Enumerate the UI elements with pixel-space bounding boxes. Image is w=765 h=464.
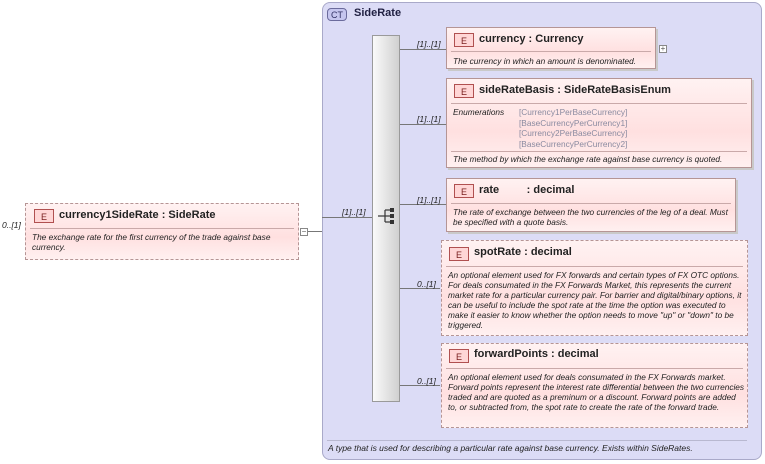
child-element-title: rate : decimal xyxy=(479,184,575,196)
child-element-title: forwardPoints : decimal xyxy=(474,348,599,360)
child-connector xyxy=(400,124,446,125)
element-badge: E xyxy=(454,184,474,198)
child-element-divider xyxy=(451,203,731,204)
child-element-title: sideRateBasis : SideRateBasisEnum xyxy=(479,84,671,96)
enumeration-value: [BaseCurrencyPerCurrency1] xyxy=(519,117,628,128)
sequence-icon xyxy=(378,208,394,224)
complex-type-description: A type that is used for describing a par… xyxy=(328,443,693,453)
child-connector xyxy=(400,385,440,386)
enumerations-label: Enumerations xyxy=(453,107,505,117)
child-element-currency[interactable]: E currency : Currency The currency in wh… xyxy=(446,27,656,69)
child-element-spotRate[interactable]: E spotRate : decimal An optional element… xyxy=(441,240,748,336)
root-element-divider xyxy=(30,228,294,229)
child-element-sideRateBasis[interactable]: E sideRateBasis : SideRateBasisEnum Enum… xyxy=(446,78,752,168)
sequence-compositor[interactable] xyxy=(372,35,400,402)
complex-type-divider xyxy=(327,440,747,441)
child-element-description: The method by which the exchange rate ag… xyxy=(453,154,723,164)
element-badge: E xyxy=(34,209,54,223)
child-element-divider xyxy=(451,103,747,104)
child-element-divider xyxy=(451,151,747,152)
child-connector xyxy=(400,204,446,205)
child-connector xyxy=(400,49,446,50)
child-element-forwardPoints[interactable]: E forwardPoints : decimal An optional el… xyxy=(441,343,748,428)
expand-icon[interactable]: + xyxy=(659,44,667,53)
root-cardinality: 0..[1] xyxy=(2,220,21,230)
collapse-toggle-icon[interactable]: − xyxy=(300,227,308,236)
complex-type-badge: CT xyxy=(327,8,347,21)
child-element-title: spotRate : decimal xyxy=(474,246,572,258)
child-element-divider xyxy=(446,368,743,369)
element-badge: E xyxy=(449,349,469,363)
child-element-title: currency : Currency xyxy=(479,33,584,45)
child-cardinality: [1]..[1] xyxy=(417,195,441,205)
child-element-description: An optional element used for deals consu… xyxy=(448,372,745,412)
enumeration-value: [Currency1PerBaseCurrency] xyxy=(519,107,628,117)
root-element-box[interactable]: E currency1SideRate : SideRate The excha… xyxy=(25,203,299,260)
child-element-divider xyxy=(446,266,743,267)
sequence-connector xyxy=(322,217,372,218)
child-element-rate[interactable]: E rate : decimal The rate of exchange be… xyxy=(446,178,736,232)
child-cardinality: 0..[1] xyxy=(417,279,436,289)
sequence-cardinality: [1]..[1] xyxy=(342,207,366,217)
child-element-divider xyxy=(451,51,651,52)
child-cardinality: 0..[1] xyxy=(417,376,436,386)
child-element-description: An optional element used for FX forwards… xyxy=(448,270,742,330)
child-element-description: The currency in which an amount is denom… xyxy=(453,56,637,66)
root-element-description: The exchange rate for the first currency… xyxy=(32,232,271,252)
root-connector xyxy=(308,231,322,232)
enumeration-value: [BaseCurrencyPerCurrency2] xyxy=(519,138,628,149)
element-badge: E xyxy=(454,84,474,98)
element-badge: E xyxy=(454,33,474,47)
child-cardinality: [1]..[1] xyxy=(417,39,441,49)
child-cardinality: [1]..[1] xyxy=(417,114,441,124)
child-element-description: The rate of exchange between the two cur… xyxy=(453,207,728,227)
enumeration-value: [Currency2PerBaseCurrency] xyxy=(519,128,628,138)
root-element-title: currency1SideRate : SideRate xyxy=(59,209,216,221)
element-badge: E xyxy=(449,247,469,261)
child-connector xyxy=(400,288,440,289)
complex-type-name: SideRate xyxy=(354,7,402,19)
